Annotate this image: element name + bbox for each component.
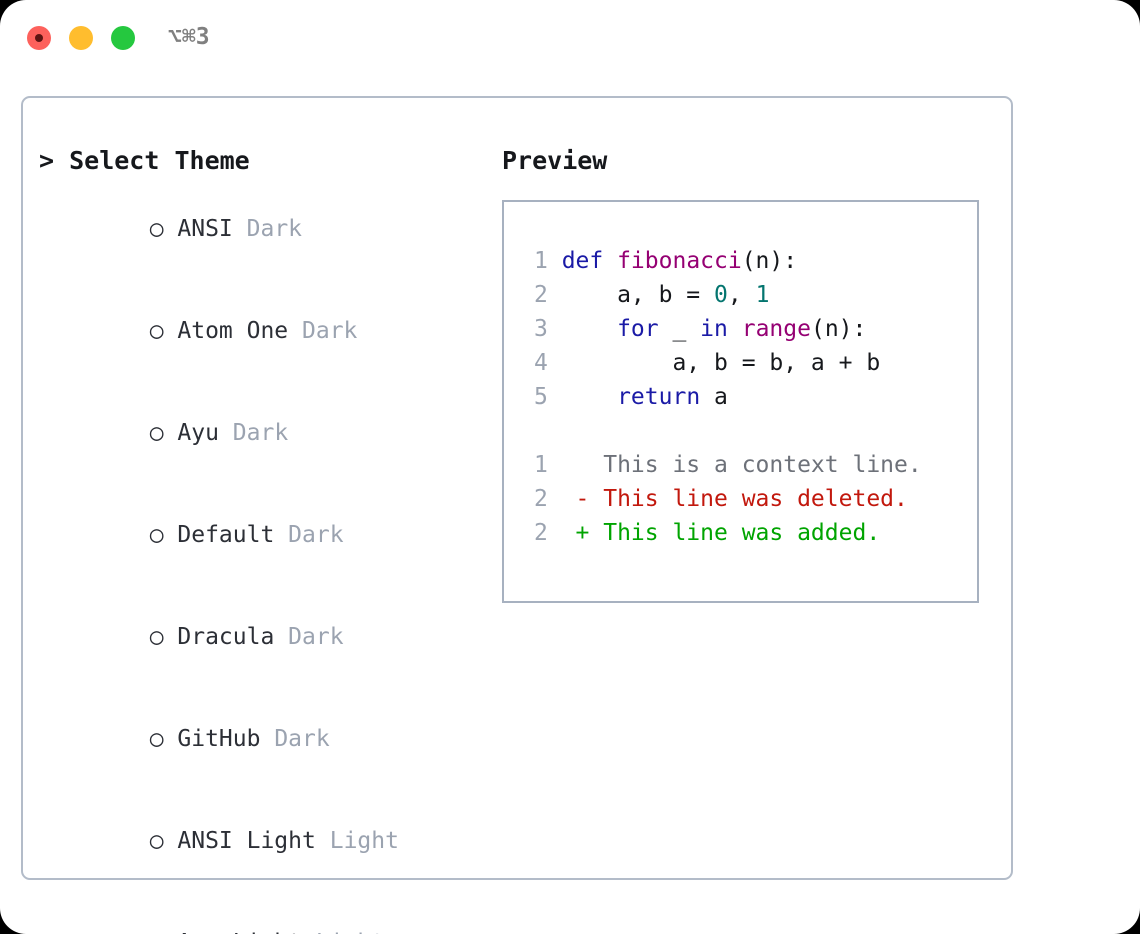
code-token	[562, 316, 617, 342]
code-token: a, b =	[561, 282, 715, 308]
line-number: 2	[534, 520, 548, 546]
code-token: for	[617, 316, 659, 342]
diff-text: This is a context line.	[561, 452, 922, 478]
code-token: 1	[755, 282, 770, 308]
preview-heading: Preview	[502, 146, 608, 175]
code-token: def	[561, 248, 618, 274]
code-token: a	[700, 384, 728, 410]
theme-name: Atom One	[177, 318, 289, 344]
keyboard-shortcut-label: ⌥⌘3	[168, 24, 210, 50]
theme-option-atom-one-dark[interactable]: ○ Atom One Dark	[39, 280, 489, 382]
content-panel: > Select Theme ○ ANSI Dark ○ Atom One Dark…	[21, 96, 1013, 934]
theme-selection-column: > Select Theme ○ ANSI Dark ○ Atom One Dark…	[39, 144, 489, 934]
theme-name: ANSI	[177, 216, 233, 242]
maximize-window-button[interactable]	[111, 26, 135, 50]
code-token: (n):	[810, 316, 867, 342]
theme-name: Default	[177, 522, 275, 548]
code-token	[562, 384, 617, 410]
theme-tag: Dark	[246, 216, 303, 242]
code-diff-gap	[504, 414, 977, 448]
diff-line-added: 2 + This line was added.	[504, 516, 977, 550]
line-number: 1	[534, 452, 548, 478]
diff-text: - This line was deleted.	[561, 486, 908, 512]
theme-option-default-dark[interactable]: ○ Default Dark	[39, 484, 489, 586]
theme-name: Ayu Light	[177, 930, 302, 934]
diff-line-deleted: 2 - This line was deleted.	[504, 482, 977, 516]
radio-icon: ○	[149, 216, 164, 242]
close-window-button[interactable]	[27, 26, 51, 50]
code-line: 3 for _ in range(n):	[504, 312, 977, 346]
code-token: (n):	[741, 248, 798, 274]
radio-icon: ○	[150, 926, 178, 934]
theme-tag: Light	[316, 930, 385, 934]
radio-icon: ○	[149, 318, 164, 344]
theme-option-github-dark[interactable]: ○ GitHub Dark	[39, 688, 489, 790]
theme-name: GitHub	[177, 726, 261, 752]
code-token: _	[658, 316, 701, 342]
radio-icon: ○	[149, 420, 164, 446]
code-line: 5 return a	[504, 380, 977, 414]
code-token: range	[741, 316, 811, 342]
select-theme-heading: > Select Theme	[39, 146, 250, 175]
code-line: 4 a, b = b, a + b	[504, 346, 977, 380]
theme-tag: Dark	[288, 522, 344, 548]
code-token: return	[617, 384, 701, 410]
theme-option-dracula-dark[interactable]: ○ Dracula Dark	[39, 586, 489, 688]
radio-icon: ○	[149, 624, 164, 650]
line-number: 4	[534, 350, 548, 376]
theme-tag: Dark	[288, 624, 344, 650]
theme-option-ansi-dark[interactable]: ○ ANSI Dark	[39, 178, 489, 280]
minimize-window-button[interactable]	[69, 26, 93, 50]
theme-tag: Light	[329, 828, 399, 854]
theme-tag: Dark	[274, 726, 330, 752]
line-number: 1	[534, 248, 548, 274]
theme-option-ayu-light[interactable]: ○Ayu Light Light	[39, 892, 489, 934]
radio-icon: ○	[149, 726, 164, 752]
code-token: in	[700, 316, 728, 342]
code-line: 2 a, b = 0, 1	[504, 278, 977, 312]
radio-icon: ○	[149, 828, 164, 854]
theme-option-ayu-dark[interactable]: ○ Ayu Dark	[39, 382, 489, 484]
code-line: 1 def fibonacci(n):	[504, 244, 977, 278]
radio-icon: ○	[149, 522, 164, 548]
code-token	[728, 316, 742, 342]
line-number: 2	[534, 486, 548, 512]
line-number: 3	[534, 316, 548, 342]
code-token: a, b = b, a + b	[561, 350, 881, 376]
line-number: 2	[534, 282, 548, 308]
theme-name: Ayu	[177, 420, 219, 446]
line-number: 5	[534, 384, 548, 410]
theme-name: ANSI Light	[177, 828, 316, 854]
diff-text: + This line was added.	[561, 520, 881, 546]
diff-line-context: 1 This is a context line.	[504, 448, 977, 482]
code-token: ,	[727, 282, 756, 308]
window-titlebar: ⌥⌘3	[0, 0, 1140, 78]
traffic-light-controls	[27, 26, 135, 50]
theme-tag: Dark	[302, 318, 358, 344]
theme-name: Dracula	[177, 624, 275, 650]
theme-tag: Dark	[232, 420, 289, 446]
code-token: 0	[714, 282, 728, 308]
code-token: fibonacci	[617, 248, 742, 274]
theme-option-ansi-light[interactable]: ○ ANSI Light Light	[39, 790, 489, 892]
